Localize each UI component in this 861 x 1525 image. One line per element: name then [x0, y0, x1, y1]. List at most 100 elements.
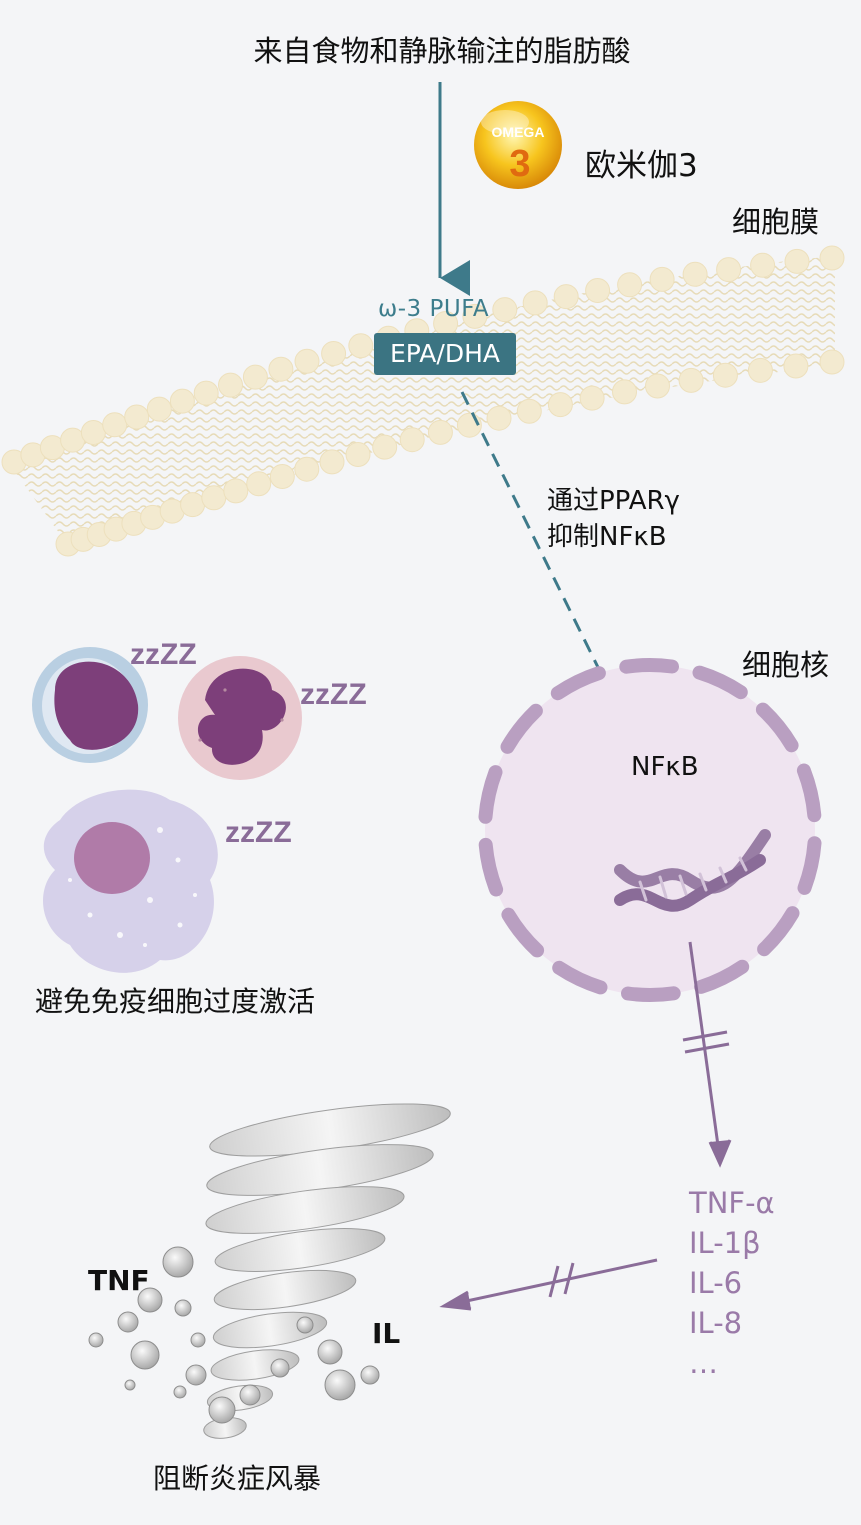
lipid-head [268, 356, 294, 382]
lipid-head [617, 272, 643, 298]
lipid-head [547, 392, 573, 418]
lipid-head [427, 419, 453, 445]
lipid-head [522, 290, 548, 316]
lipid-head [553, 284, 579, 310]
nuclear-envelope-segment [755, 702, 799, 753]
storm-band [205, 1186, 405, 1234]
lipid-head [747, 357, 773, 383]
lipid-head [80, 420, 106, 445]
lipid-head [348, 333, 374, 359]
cytokine-bubble [88, 1332, 104, 1348]
nuclear-envelope-segment [619, 658, 679, 674]
cytokine-bubble [137, 1287, 163, 1313]
nucleus [478, 658, 822, 1002]
cytokine-bubble [208, 1396, 236, 1424]
lipid-head [399, 427, 425, 453]
ppar-text: 通过PPARγ 抑制NFκB [547, 483, 680, 555]
lipid-head [294, 456, 320, 482]
lipid-head [180, 492, 206, 518]
cytokine-list: TNF-α IL-1β IL-6 IL-8 … [689, 1183, 775, 1383]
lipid-head [201, 485, 227, 511]
storm-band [213, 1269, 357, 1311]
transcription-arrow [682, 941, 732, 1168]
omega3-label: 欧米伽3 [585, 148, 698, 184]
lipid-head [102, 412, 128, 438]
cytokine-bubble [162, 1246, 194, 1278]
omega-badge-number: 3 [509, 143, 530, 185]
membrane-label: 细胞膜 [732, 205, 820, 239]
macrophage-icon [43, 789, 218, 973]
lipid-head [712, 362, 738, 388]
pufa-label: ω-3 PUFA [378, 296, 490, 322]
cytokine-bubble [174, 1299, 192, 1317]
omega3-badge-icon: OMEGA 3 [474, 101, 562, 189]
cytokine-bubble [173, 1385, 187, 1399]
epa-dha-badge: EPA/DHA [374, 333, 516, 375]
cytokine-bubble [324, 1369, 356, 1401]
cytokine-bubble [270, 1358, 290, 1378]
storm-label: 阻断炎症风暴 [153, 1462, 322, 1495]
ppar-line-2: 抑制NFκB [547, 522, 667, 552]
cytokine-item: IL-6 [689, 1266, 743, 1300]
lipid-head [193, 380, 219, 406]
lipid-head [218, 372, 243, 398]
lipid-head [645, 373, 670, 399]
nuclear-envelope-segment [478, 765, 503, 824]
cytokine-bubble [190, 1332, 206, 1348]
lipid-head [319, 449, 345, 475]
lipid-head [678, 367, 704, 393]
nuclear-envelope-segment [797, 836, 822, 895]
storm-il-label: IL [372, 1317, 401, 1350]
sleep-mark: zzZZ [300, 678, 367, 711]
nucleus-label: 细胞核 [742, 648, 830, 682]
release-arrow [439, 1258, 658, 1311]
cytokine-bubble [130, 1340, 160, 1370]
cytokine-storm-icon [88, 1103, 451, 1439]
nuclear-envelope-segment [692, 665, 748, 700]
lipid-head [649, 266, 675, 292]
sleep-mark: zzZZ [225, 816, 292, 849]
cytokine-item: IL-8 [689, 1306, 743, 1340]
lipid-head [242, 364, 268, 390]
lipid-head [585, 278, 611, 303]
immune-cells-label: 避免免疫细胞过度激活 [35, 985, 316, 1018]
omega-badge-text: OMEGA [492, 124, 545, 140]
lipid-head [612, 379, 637, 405]
lipid-head [819, 245, 845, 271]
cytokine-bubble [185, 1364, 207, 1386]
cytokine-bubble [117, 1311, 139, 1333]
cytokine-bubble [239, 1384, 261, 1406]
nuclear-envelope-segment [757, 906, 800, 957]
cytokine-bubble [124, 1379, 136, 1391]
lipid-head [246, 471, 272, 497]
lipid-head [579, 385, 605, 411]
lipid-head [516, 398, 542, 424]
dna-helix-icon [614, 829, 771, 912]
cytokine-item: … [689, 1346, 718, 1380]
nuclear-envelope-segment [550, 666, 606, 701]
lipid-head [269, 464, 295, 489]
cytokine-item: TNF-α [689, 1186, 775, 1220]
lipid-head [682, 261, 708, 287]
lipid-head [169, 388, 195, 414]
storm-tnf-label: TNF [88, 1264, 150, 1297]
nuclear-envelope-segment [694, 959, 750, 994]
nuclear-envelope-segment [501, 907, 545, 958]
lipid-head [372, 434, 398, 460]
lipid-head [462, 303, 488, 329]
lipid-head [783, 353, 809, 379]
lipid-head [223, 478, 249, 504]
lipid-head [784, 248, 810, 274]
lipid-head [146, 396, 172, 422]
sleep-mark: zzZZ [130, 638, 197, 671]
lipid-head [819, 349, 845, 375]
lipid-head [716, 257, 742, 283]
lipid-head [492, 297, 518, 323]
nfkb-label: NFκB [631, 752, 699, 782]
cytokine-bubble [296, 1316, 314, 1334]
neutrophil-icon [178, 656, 302, 780]
nuclear-envelope-segment [552, 960, 608, 995]
nuclear-envelope-segment [621, 986, 681, 1002]
nuclear-envelope-segment [796, 763, 822, 823]
